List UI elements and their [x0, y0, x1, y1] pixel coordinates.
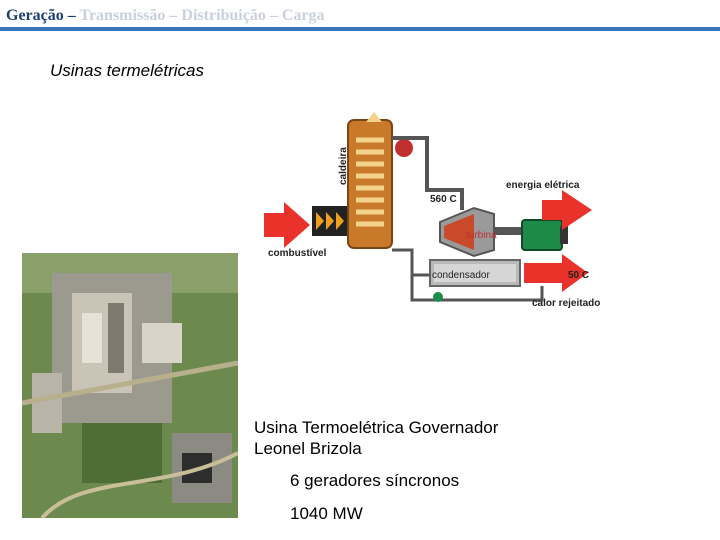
aerial-plant-photo — [22, 253, 238, 518]
slide-header: Geração – Transmissão – Distribuição – C… — [0, 0, 720, 34]
nav-separator: – — [63, 7, 80, 24]
caption-line: Leonel Brizola — [254, 439, 362, 458]
label-energia: energia elétrica — [506, 180, 580, 191]
fuel-arrow — [264, 202, 310, 248]
topic-nav: Geração – Transmissão – Distribuição – C… — [6, 7, 325, 25]
caption-line: Usina Termoelétrica Governador — [254, 418, 499, 437]
label-combustivel: combustível — [268, 248, 327, 259]
label-condensador: condensador — [432, 270, 490, 281]
generator — [521, 219, 563, 251]
slide-subtitle: Usinas termelétricas — [50, 61, 204, 80]
fact-generators: 6 geradores síncronos — [290, 471, 460, 490]
nav-item-distribuicao[interactable]: Distribuição — [181, 7, 266, 24]
label-temp-low: 50 C — [568, 270, 589, 281]
label-temp-high: 560 C — [430, 194, 457, 205]
label-calor: calor rejeitado — [532, 298, 600, 309]
nav-separator: – — [265, 7, 282, 24]
energy-arrow — [542, 190, 592, 230]
pump — [433, 292, 443, 302]
label-turbina: turbina — [466, 230, 497, 241]
nav-separator: – — [165, 7, 182, 24]
label-caldeira: caldeira — [338, 147, 349, 185]
valve — [395, 139, 413, 157]
fact-capacity: 1040 MW — [290, 504, 363, 523]
nav-item-geracao[interactable]: Geração — [6, 7, 64, 24]
header-rule — [0, 27, 720, 31]
nav-item-carga[interactable]: Carga — [281, 7, 325, 24]
nav-item-transmissao[interactable]: Transmissão — [79, 7, 166, 24]
thermal-plant-diagram: caldeira 560 C energia elétrica turbina … — [264, 112, 600, 309]
plant-caption: Usina Termoelétrica Governador Leonel Br… — [254, 417, 554, 459]
heat-rejected-arrow — [524, 254, 588, 292]
